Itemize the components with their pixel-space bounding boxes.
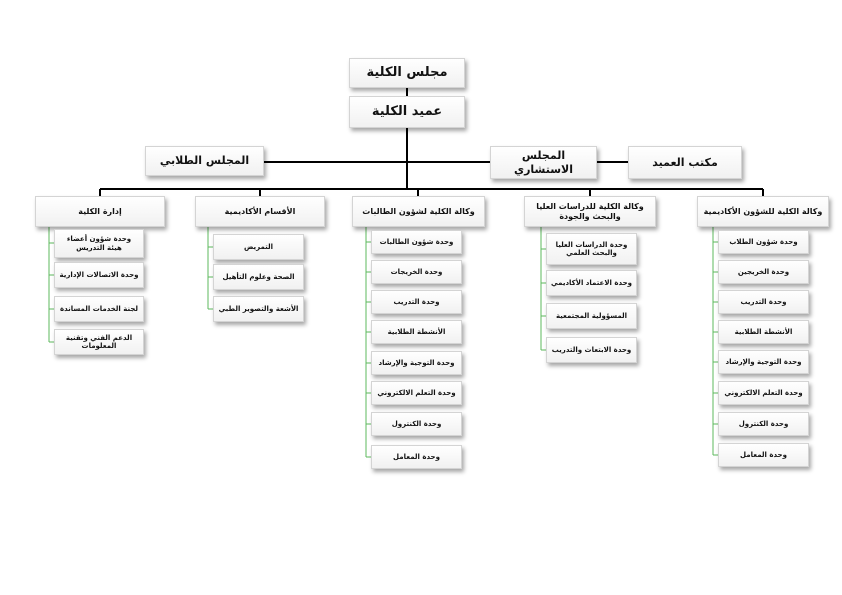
list-item: وحدة شؤون الطالبات xyxy=(371,230,462,254)
list-item: وحدة التدريب xyxy=(371,290,462,314)
dean-box: عميد الكلية xyxy=(349,96,465,128)
list-item: التمريض xyxy=(213,234,304,260)
list-item: وحدة الاتصالات الإدارية xyxy=(54,262,144,288)
list-item: وحدة شؤون الطلاب xyxy=(718,230,809,254)
list-item: الأنشطة الطلابية xyxy=(371,320,462,344)
dept-head-academic-affairs: وكالة الكلية للشؤون الأكاديمية xyxy=(697,196,829,227)
advisory-council-box: المجلس الاستشاري xyxy=(490,146,597,179)
list-item: الأنشطة الطلابية xyxy=(718,320,809,344)
list-item: وحدة التدريب xyxy=(718,290,809,314)
list-item: وحدة المعامل xyxy=(371,445,462,469)
list-item: وحدة الخريجين xyxy=(718,260,809,284)
dept-head-college-admin: إدارة الكلية xyxy=(35,196,165,227)
list-item: وحدة التعلم الالكتروني xyxy=(718,381,809,405)
dept-head-graduate-research: وكالة الكلية للدراسات العليا والبحث والج… xyxy=(524,196,656,227)
council-box: مجلس الكلية xyxy=(349,58,465,88)
list-item: المسؤولية المجتمعية xyxy=(546,303,637,329)
dept-head-female-students: وكالة الكلية لشؤون الطالبات xyxy=(352,196,485,227)
list-item: الدعم الفني وتقنية المعلومات xyxy=(54,329,144,355)
list-item: وحدة الكنترول xyxy=(371,412,462,436)
list-item: وحدة شؤون أعضاء هيئة التدريس xyxy=(54,229,144,258)
list-item: وحدة الدراسات العليا والبحث العلمي xyxy=(546,233,637,265)
list-item: وحدة الكنترول xyxy=(718,412,809,436)
dean-office-box: مكتب العميد xyxy=(628,146,742,179)
list-item: وحدة الاعتماد الأكاديمي xyxy=(546,270,637,296)
list-item: وحدة الخريجات xyxy=(371,260,462,284)
list-item: وحدة التوجية والإرشاد xyxy=(371,351,462,375)
list-item: وحدة المعامل xyxy=(718,443,809,467)
list-item: الأشعة والتصوير الطبي xyxy=(213,296,304,322)
list-item: وحدة التوجية والإرشاد xyxy=(718,350,809,374)
list-item: وحدة الابتعاث والتدريب xyxy=(546,337,637,363)
dept-head-academic-depts: الأقسام الأكاديمية xyxy=(195,196,325,227)
student-council-box: المجلس الطلابي xyxy=(145,146,264,176)
list-item: وحدة التعلم الالكتروني xyxy=(371,381,462,405)
list-item: الصحة وعلوم التأهيل xyxy=(213,264,304,290)
list-item: لجنة الخدمات المساندة xyxy=(54,296,144,322)
